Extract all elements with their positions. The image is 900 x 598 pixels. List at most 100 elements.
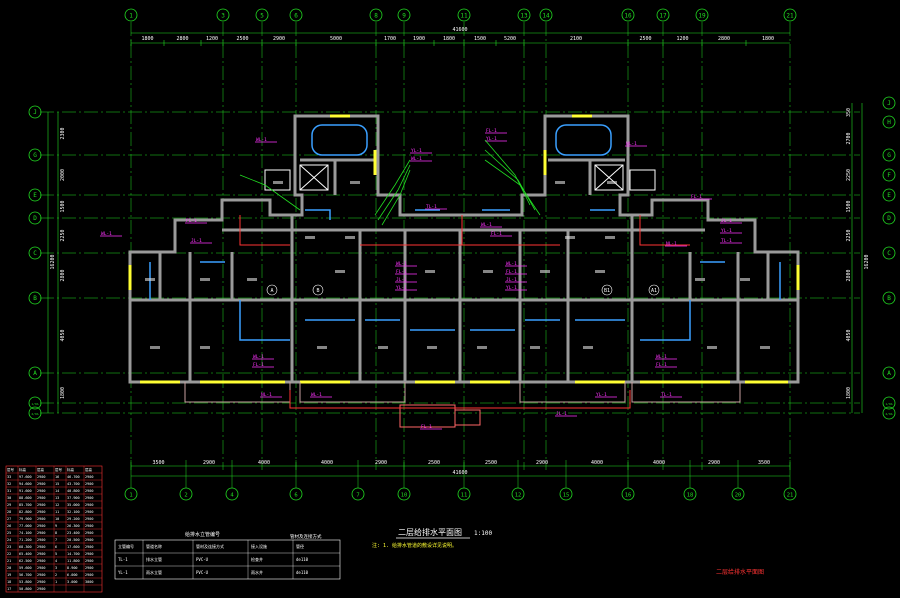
pipe-tag: YL-1 [486, 136, 497, 142]
dim-right: 2700 [846, 132, 852, 144]
pipe-tag: WL-1 [656, 354, 667, 360]
dim-top: 2800 [718, 36, 730, 42]
axis-bubble-right [882, 148, 896, 162]
axis-bubble-top [289, 8, 303, 22]
floor-table-cell: 16 [55, 475, 59, 479]
dim-top: 2100 [570, 36, 582, 42]
floor-table-cell: 28 [7, 510, 11, 514]
unit-letter: A1 [651, 288, 657, 294]
axis-bubble-left [28, 188, 42, 202]
axis-bubble-right [882, 188, 896, 202]
stair-elevator-cores [264, 164, 656, 191]
floor-table-cell: 2900 [85, 510, 93, 514]
floor-table-cell: 20 [7, 566, 11, 570]
floor-table-cell: 2900 [85, 573, 93, 577]
floor-table-cell: 13 [55, 496, 59, 500]
room-label-block [335, 270, 345, 273]
pipe-tag: TL-1 [721, 238, 732, 244]
legend-cell: TL-1 [118, 557, 128, 562]
floor-table-cell: 8 [55, 531, 57, 535]
dim-bottom: 4000 [321, 460, 333, 466]
axis-label-top: 8 [374, 13, 378, 20]
axis-bubble-top [517, 8, 531, 22]
floor-table-cell: 10 [55, 517, 59, 521]
floor-table-cell: 2900 [37, 489, 45, 493]
floor-table-cell: 43.700 [67, 482, 80, 486]
axis-bubble-bottom [731, 487, 745, 501]
room-label-block [273, 181, 283, 184]
room-label-block [427, 346, 437, 349]
floor-table-cell: 35.000 [67, 503, 80, 507]
pipe-tag: JL-1 [556, 411, 567, 417]
legend-header: 接入设施 [251, 543, 267, 549]
floor-table-cell: 2900 [85, 496, 93, 500]
room-label-block [583, 346, 593, 349]
pipe-tag: FL-1 [656, 362, 667, 368]
dim-bottom: 2500 [485, 460, 497, 466]
axis-bubble-left [28, 291, 42, 305]
floor-table-cell: 94.600 [19, 482, 32, 486]
floor-table-header: 标高 [19, 467, 26, 472]
axis-bubble-bottom [457, 487, 471, 501]
axis-bubble-left [28, 406, 42, 420]
floor-table-cell: 2900 [37, 545, 45, 549]
axis-label-top: 9 [402, 13, 406, 20]
legend-header: 管材及连接方式 [196, 543, 224, 549]
floor-table-cell: 3 [55, 566, 57, 570]
floor-table-cell: 14 [55, 489, 59, 493]
dim-right: 1800 [846, 387, 852, 399]
floor-table-cell: 31 [7, 489, 11, 493]
floor-table-cell: 53.800 [19, 580, 32, 584]
dim-top: 1800 [141, 36, 153, 42]
axis-label-right: G [887, 152, 891, 159]
axis-label-right: A [887, 370, 891, 377]
axis-label-right: B [887, 295, 891, 302]
dim-right: 2800 [846, 269, 852, 281]
floor-table-cell: 32.100 [67, 510, 80, 514]
pipe-tag: TL-1 [426, 204, 437, 210]
room-label-block [760, 346, 770, 349]
balconies [184, 382, 741, 428]
dim-right: 2250 [846, 229, 852, 241]
axis-label-left: G [33, 152, 37, 159]
axis-label-bottom: 2 [184, 493, 187, 499]
axis-label-left: J [33, 109, 37, 116]
floor-table-cell: 97.600 [19, 475, 32, 479]
floor-table-cell: 2900 [85, 517, 93, 521]
dim-bottom: 3500 [758, 460, 770, 466]
pipe-tag: YL-1 [411, 148, 422, 154]
floor-table-cell: 2900 [85, 545, 93, 549]
dim-top: 1200 [206, 36, 218, 42]
floor-table-cell: 7 [55, 538, 57, 542]
floor-table-cell: 71.200 [19, 538, 32, 542]
floor-table-cell: 2900 [37, 524, 45, 528]
axis-label-bottom: 12 [515, 493, 522, 499]
floor-table-cell: 2900 [85, 489, 93, 493]
room-label-block [605, 236, 615, 239]
floor-table-cell: 62.500 [19, 559, 32, 563]
pipe-tag: JL-1 [506, 277, 517, 283]
axis-label-top: 13 [520, 13, 528, 20]
axis-label-top: 19 [698, 13, 706, 20]
axis-label-bottom: 18 [687, 493, 694, 499]
axis-label-bottom: 4 [230, 493, 234, 499]
room-label-block [345, 236, 355, 239]
floor-table-cell: 50.800 [19, 587, 32, 591]
drawing-title: 二层给排水平面图 [398, 527, 462, 537]
legend-header: 立管编号 [118, 543, 134, 549]
room-label-block [695, 278, 705, 281]
pipe-tag-labels: WL-1FL-1WL-1JL-1YL-1WL-1FL-1YL-1TL-1WL-1… [101, 128, 732, 430]
axis-bubble-right [882, 291, 896, 305]
floor-table-cell: 77.000 [19, 524, 32, 528]
floor-table-header: 标高 [67, 467, 74, 472]
floor-table-cell: 21 [7, 559, 11, 563]
floor-table-cell: 2900 [37, 510, 45, 514]
dim-top: 1900 [413, 36, 425, 42]
floor-table-cell: 24 [7, 538, 11, 542]
axis-label-bottom: 15 [563, 493, 570, 499]
axis-bubble-top [695, 8, 709, 22]
axis-bubble-top [621, 8, 635, 22]
axis-label-right: H [887, 119, 891, 126]
